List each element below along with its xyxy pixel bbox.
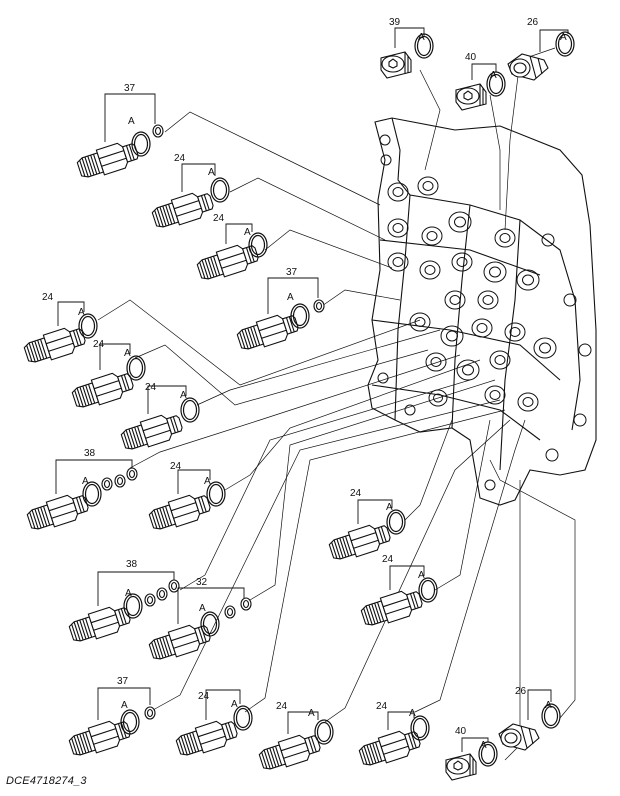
callout-letter: A	[78, 307, 85, 318]
control-valve-body	[367, 117, 597, 506]
callout-letter: A	[180, 390, 187, 401]
part-callout-24: 24 A	[173, 689, 253, 761]
callout-letter: A	[418, 32, 425, 43]
callout-letter: A	[545, 700, 552, 711]
callout-number: 38	[84, 448, 96, 459]
callout-number: 37	[286, 267, 298, 278]
callout-letter: A	[199, 603, 206, 614]
part-callout-24: 24 A	[21, 292, 98, 368]
part-callout-38: 38 A	[66, 559, 180, 647]
callout-number: 24	[170, 461, 182, 472]
part-callout-24: 24 A	[146, 461, 226, 535]
callout-letter: A	[128, 116, 135, 127]
callout-letter: A	[231, 699, 238, 710]
callout-number: 24	[213, 213, 225, 224]
callout-number: 39	[389, 17, 401, 28]
callout-number: 24	[93, 339, 105, 350]
part-callout-32: 32 A	[146, 577, 252, 665]
part-callout-37: 37 A	[74, 83, 164, 183]
callout-number: 38	[126, 559, 138, 570]
callout-number: 24	[42, 292, 54, 303]
figure-code: DCE4718274_3	[6, 775, 87, 787]
callout-number: 40	[465, 52, 477, 63]
callout-letter: A	[124, 348, 131, 359]
part-callout-24: 24 A	[358, 554, 438, 631]
part-callout-26-top: 26 A	[507, 17, 575, 81]
part-callout-37: 37 A	[234, 267, 325, 355]
callout-number: 24	[145, 382, 157, 393]
callout-letter: A	[560, 32, 567, 43]
callout-number: 26	[527, 17, 539, 28]
part-callout-37: 37 A	[66, 676, 156, 761]
callout-number: 32	[196, 577, 208, 588]
callout-letter: A	[125, 588, 132, 599]
callout-letter: A	[386, 502, 393, 513]
callout-letter: A	[244, 227, 251, 238]
callout-letter: A	[121, 700, 128, 711]
callout-number: 24	[376, 701, 388, 712]
part-callout-26-bottom: 26 A	[498, 686, 561, 751]
callout-number: 37	[124, 83, 136, 94]
part-callout-24: 24 A	[118, 382, 200, 455]
callout-number: 26	[515, 686, 527, 697]
callout-letter: A	[208, 167, 215, 178]
callout-letter: A	[409, 708, 416, 719]
callout-letter: A	[82, 476, 89, 487]
callout-number: 40	[455, 726, 467, 737]
part-callout-24: 24 A	[149, 153, 230, 233]
part-callout-24: 24 A	[256, 701, 334, 775]
part-callout-39: 39 A	[380, 17, 434, 79]
part-callout-40-bottom: 40 A	[445, 726, 498, 781]
part-callout-24: 24 A	[194, 213, 268, 285]
callout-number: 24	[382, 554, 394, 565]
part-callout-24: 24 A	[356, 701, 430, 771]
callout-letter: A	[204, 476, 211, 487]
callout-letter: A	[287, 292, 294, 303]
callout-number: 24	[174, 153, 186, 164]
part-callout-40-top: 40 A	[455, 52, 506, 111]
part-callout-24: 24 A	[69, 339, 146, 413]
callout-number: 37	[117, 676, 129, 687]
callout-letter: A	[308, 708, 315, 719]
callout-letter: A	[480, 740, 487, 751]
callout-letter: A	[490, 70, 497, 81]
callout-letter: A	[418, 570, 425, 581]
callout-number: 24	[198, 691, 210, 702]
callout-number: 24	[350, 488, 362, 499]
part-callout-24: 24 A	[326, 488, 406, 565]
part-callout-38: 38 A	[24, 448, 138, 535]
callout-number: 24	[276, 701, 288, 712]
